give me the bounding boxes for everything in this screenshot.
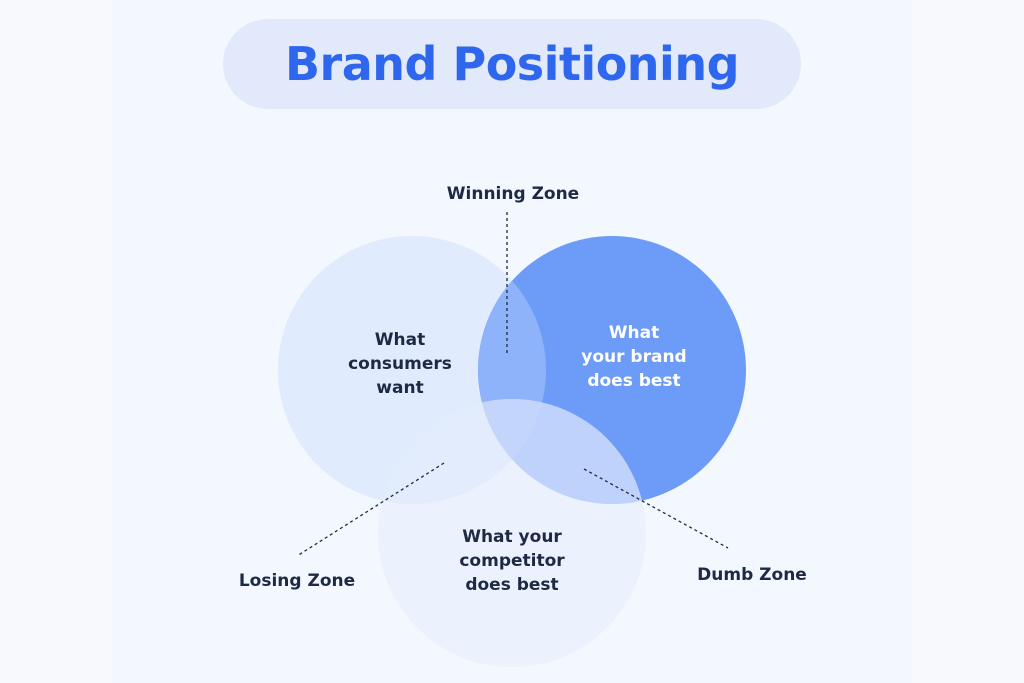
competitor-label-line: competitor (459, 551, 565, 571)
title-banner: Brand Positioning (223, 19, 801, 109)
dumb-zone-label: Dumb Zone (697, 565, 807, 585)
brand-label-line: What (608, 323, 660, 343)
consumers-label-line: consumers (348, 354, 452, 374)
competitor-label: What your competitor does best (427, 525, 597, 597)
page-title: Brand Positioning (285, 37, 740, 91)
winning-zone-label: Winning Zone (446, 184, 580, 204)
consumers-label-line: What (374, 330, 426, 350)
brand-label-line: does best (587, 371, 681, 391)
losing-zone-label: Losing Zone (238, 571, 356, 591)
brand-label: What your brand does best (549, 321, 719, 393)
competitor-label-line: does best (465, 575, 559, 595)
competitor-brand-overlap (478, 399, 646, 504)
competitor-label-line: What your (462, 527, 562, 547)
consumers-label: What consumers want (315, 328, 485, 400)
losing-zone-pointer (296, 462, 445, 557)
consumers-label-line: want (376, 378, 424, 398)
brand-label-line: your brand (581, 347, 687, 367)
